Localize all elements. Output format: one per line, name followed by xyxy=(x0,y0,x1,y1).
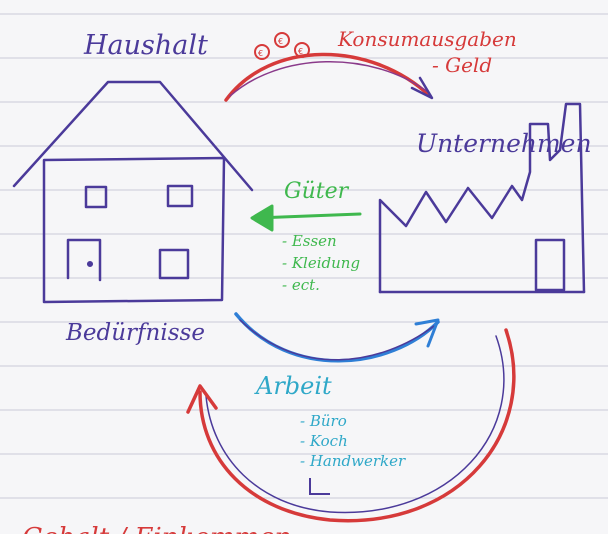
beduerfnisse-arrow xyxy=(234,312,440,363)
arbeit-label: Arbeit xyxy=(254,372,332,400)
coin-icon xyxy=(294,42,310,58)
arbeit-item-buero: - Büro xyxy=(300,412,347,430)
coin-symbol-1: € xyxy=(258,49,263,58)
beduerfnisse-label: Bedürfnisse xyxy=(65,320,205,346)
hook-arrow-icon xyxy=(309,478,330,495)
coin-icons xyxy=(254,32,310,60)
coin-symbol-3: € xyxy=(298,47,303,56)
gueter-item-ect: - ect. xyxy=(282,276,320,294)
ruled-lines xyxy=(0,13,608,499)
gueter-arrow xyxy=(250,204,362,232)
gueter-item-essen: - Essen xyxy=(282,232,337,250)
geld-label: - Geld xyxy=(432,53,492,77)
coin-symbol-2: € xyxy=(278,37,283,46)
factory-drawing xyxy=(378,102,586,294)
coin-icon xyxy=(274,32,290,48)
arbeit-arrow xyxy=(186,328,516,523)
bottom-partial-label: Gehalt / Einkommen xyxy=(22,523,291,534)
unternehmen-label: Unternehmen xyxy=(416,129,592,158)
haushalt-label: Haushalt xyxy=(83,30,208,61)
konsumausgaben-label: Konsumausgaben xyxy=(337,27,517,51)
gueter-label: Güter xyxy=(284,179,350,204)
arbeit-item-handwerker: - Handwerker xyxy=(300,452,406,470)
arbeit-item-koch: - Koch xyxy=(300,432,348,450)
gueter-item-kleidung: - Kleidung xyxy=(282,254,360,272)
konsumausgaben-arrow xyxy=(224,52,434,102)
coin-icon xyxy=(254,44,270,60)
house-drawing xyxy=(12,80,254,304)
